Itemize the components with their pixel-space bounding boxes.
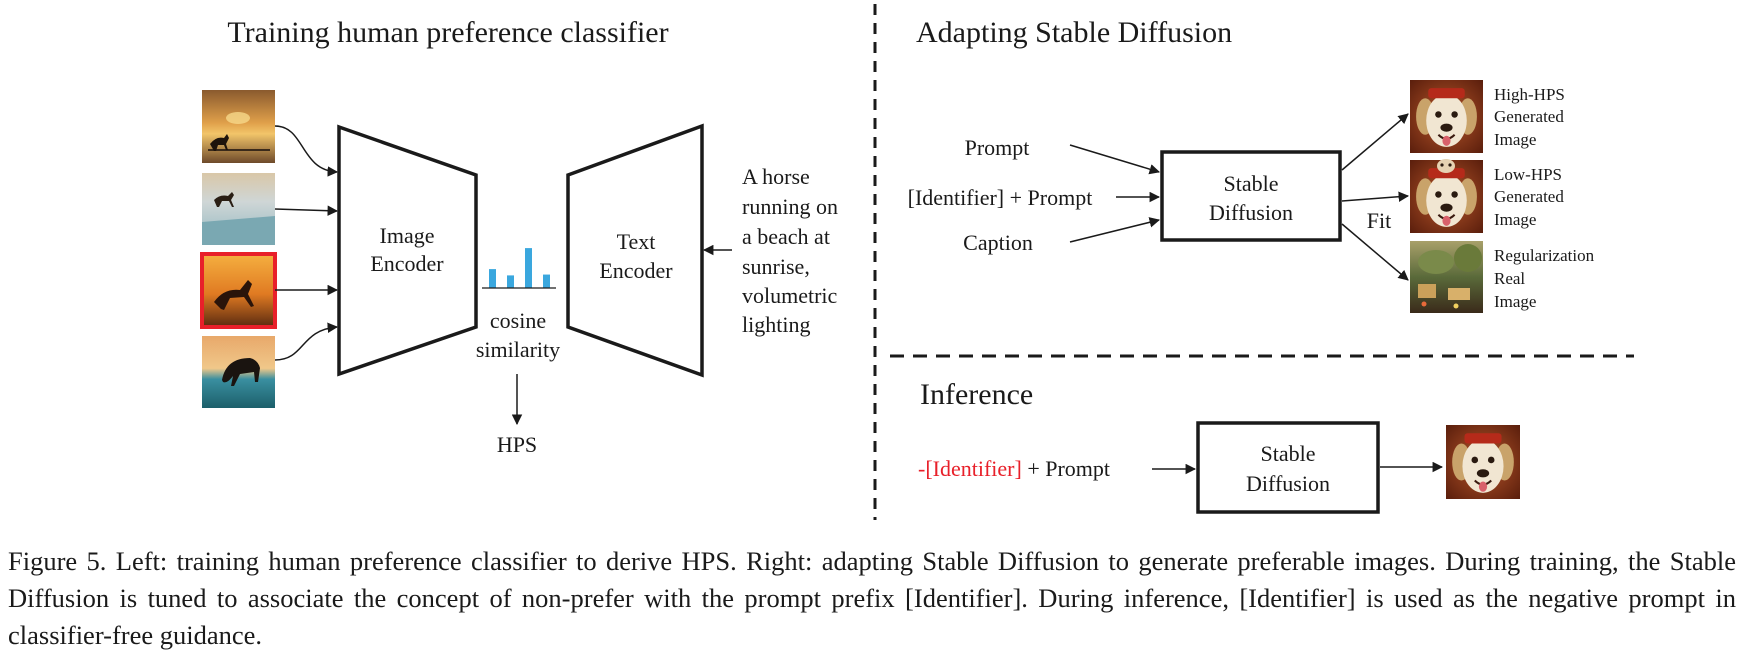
prompt-line-2: running on (742, 194, 838, 219)
thumbnail-1 (202, 90, 275, 163)
similarity-bar (489, 269, 496, 288)
inference-title: Inference (920, 378, 1033, 411)
similarity-bars (489, 248, 550, 288)
input-caption: Caption (963, 230, 1033, 255)
regularization-image (1410, 241, 1483, 313)
output-1-line-2: Generated (1494, 107, 1564, 126)
prompt-line-1: A horse (742, 164, 810, 189)
image-encoder-label-line1: Image (380, 223, 435, 248)
output-3-line-2: Real (1494, 269, 1525, 288)
output-2-line-3: Image (1494, 210, 1536, 229)
inference-output-image (1446, 425, 1520, 499)
thumbnail-3 (200, 252, 277, 329)
similarity-bar (525, 248, 532, 288)
text-encoder-block (566, 123, 704, 378)
fit-label: Fit (1367, 208, 1391, 233)
thumbnail-4 (202, 336, 275, 408)
inference-prompt: -[Identifier] + Prompt (918, 456, 1110, 481)
input-prompt: Prompt (965, 135, 1030, 160)
low-hps-image (1410, 159, 1483, 233)
training-prompt-text: A horse running on a beach at sunrise, v… (742, 164, 838, 337)
right-panel-title: Adapting Stable Diffusion (916, 16, 1232, 49)
stable-diffusion-label-line2: Diffusion (1209, 200, 1293, 225)
output-1-line-1: High-HPS (1494, 85, 1565, 104)
inference-plus-prompt: + Prompt (1022, 456, 1110, 481)
output-3-line-1: Regularization (1494, 246, 1595, 265)
high-hps-image (1410, 80, 1483, 153)
output-2-line-2: Generated (1494, 187, 1564, 206)
similarity-bar (507, 275, 514, 288)
prompt-line-5: volumetric (742, 283, 838, 308)
cosine-label-line2: similarity (476, 337, 560, 362)
image-encoder-block (337, 124, 478, 377)
similarity-bar (543, 274, 550, 288)
negative-identifier: -[Identifier] (918, 456, 1022, 481)
stable-diffusion-block (1160, 150, 1342, 242)
prompt-line-6: lighting (742, 312, 810, 337)
hps-label: HPS (497, 432, 537, 457)
text-encoder-label-line2: Encoder (599, 258, 673, 283)
inference-stable-diffusion-block (1196, 421, 1380, 514)
left-panel-title: Training human preference classifier (227, 16, 668, 49)
stable-diffusion-label-line1: Stable (1224, 171, 1279, 196)
cosine-label-line1: cosine (490, 308, 546, 333)
output-2-line-1: Low-HPS (1494, 165, 1562, 184)
image-encoder-label-line2: Encoder (370, 251, 444, 276)
prompt-line-3: a beach at (742, 224, 830, 249)
inference-model-label-line1: Stable (1261, 441, 1316, 466)
inference-model-label-line2: Diffusion (1246, 471, 1330, 496)
input-identifier-prompt: [Identifier] + Prompt (908, 185, 1093, 210)
figure-caption: Figure 5. Left: training human preferenc… (8, 546, 1736, 650)
output-1-line-3: Image (1494, 130, 1536, 149)
prompt-line-4: sunrise, (742, 254, 810, 279)
output-labels: High-HPS Generated Image Low-HPS Generat… (1494, 85, 1595, 311)
output-3-line-3: Image (1494, 292, 1536, 311)
thumbnail-2 (202, 173, 275, 245)
text-encoder-label-line1: Text (617, 229, 656, 254)
figure: Training human preference classifier Ima… (200, 4, 1634, 520)
